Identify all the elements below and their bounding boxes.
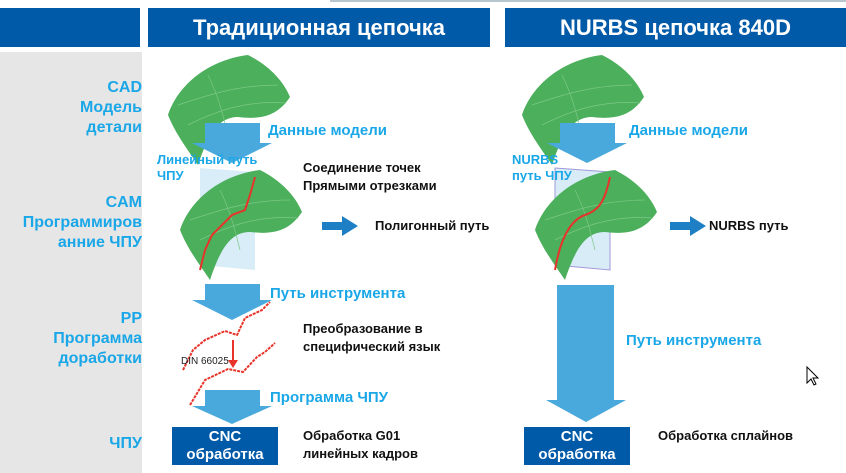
- polygon-path-icon: [199, 176, 256, 271]
- stage-cam-title: CAM: [105, 194, 142, 211]
- stage-cam: CAM Программиров анние ЧПУ: [23, 193, 142, 253]
- arrow-down-icon: [192, 284, 272, 320]
- trad-cnc-note: Обработка G01 линейных кадров: [303, 427, 418, 463]
- cnc-box-line: CNC: [560, 428, 594, 445]
- stage-pp-line: Программа: [53, 330, 142, 347]
- long-arrow-down-icon: [546, 285, 626, 422]
- din-label: DIN 66025: [181, 356, 229, 367]
- stage-cnc-title: ЧПУ: [109, 435, 142, 452]
- arrow-right-icon: [670, 216, 706, 236]
- nc-path-icon: [189, 342, 276, 406]
- stage-cad-title: CAD: [107, 79, 142, 96]
- header-traditional: Традиционная цепочка: [148, 8, 490, 47]
- nurbs-path-label: NURBS путь: [709, 218, 789, 233]
- stage-pp: PP Программа доработки: [53, 309, 142, 369]
- trad-conversion-note: Преобразование в специфический язык: [303, 320, 440, 356]
- nc-path-icon: [182, 301, 271, 371]
- arrow-down-icon: [192, 123, 272, 163]
- nurbs-model-data-label: Данные модели: [629, 122, 748, 139]
- trad-model-data-label: Данные модели: [268, 122, 387, 139]
- mouse-cursor-icon: [806, 365, 820, 386]
- label-line: Линейный путь: [157, 152, 258, 167]
- stage-pp-line: доработки: [58, 350, 142, 367]
- stage-cad-line: детали: [86, 119, 142, 136]
- trad-polygon-path-label: Полигонный путь: [375, 218, 490, 233]
- note-line: специфический язык: [303, 339, 441, 354]
- note-line: Преобразование в: [303, 321, 423, 336]
- stage-cad-line: Модель: [80, 99, 142, 116]
- stage-column: [0, 52, 142, 473]
- header-blank: [0, 8, 140, 47]
- top-divider: [330, 0, 846, 2]
- note-line: Обработка G01: [303, 428, 401, 443]
- cnc-box-line: обработка: [186, 446, 264, 463]
- label-line: ЧПУ: [157, 168, 184, 183]
- arrow-right-icon: [322, 216, 358, 236]
- trad-cnc-box: CNC обработка: [172, 427, 278, 465]
- stage-cam-line: Программиров: [22, 214, 142, 231]
- nurbs-cnc-box: CNC обработка: [524, 427, 630, 465]
- arrow-down-icon: [547, 123, 627, 163]
- nurbs-path-cnc-label: NURBS путь ЧПУ: [512, 152, 572, 184]
- cnc-box-line: CNC: [208, 428, 242, 445]
- nurbs-cnc-note: Обработка сплайнов: [658, 428, 794, 443]
- note-line: Прямыми отрезками: [303, 178, 437, 193]
- stage-pp-title: PP: [120, 310, 142, 327]
- trad-nc-program-label: Программа ЧПУ: [270, 389, 389, 406]
- trad-linear-path-label: Линейный путь ЧПУ: [157, 152, 257, 184]
- arrow-down-icon: [192, 390, 272, 424]
- trad-tool-path-label: Путь инструмента: [270, 285, 406, 302]
- nurbs-path-icon: [554, 176, 611, 271]
- stage-cam-line: анние ЧПУ: [57, 234, 142, 251]
- trad-points-note: Соединение точек Прямыми отрезками: [303, 159, 437, 195]
- conversion-arrow-icon: [228, 340, 238, 368]
- note-line: линейных кадров: [303, 446, 418, 461]
- nurbs-tool-path-label: Путь инструмента: [626, 332, 762, 349]
- cnc-box-line: обработка: [538, 446, 616, 463]
- stage-cad: CAD Модель детали: [80, 78, 142, 138]
- note-line: Соединение точек: [303, 160, 421, 175]
- header-nurbs: NURBS цепочка 840D: [505, 8, 846, 47]
- label-line: NURBS: [512, 152, 559, 167]
- stage-cnc: ЧПУ: [109, 434, 142, 454]
- label-line: путь ЧПУ: [512, 168, 572, 183]
